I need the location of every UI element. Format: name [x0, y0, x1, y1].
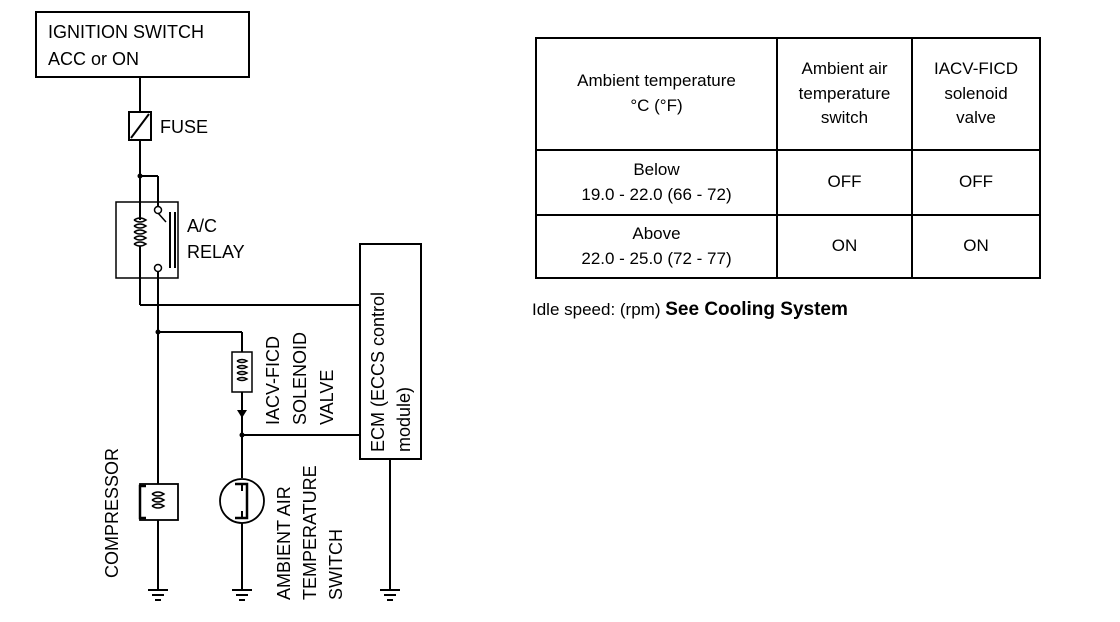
ambient-label-line1: AMBIENT AIR	[274, 486, 294, 600]
iacv-label-line3: VALVE	[317, 370, 337, 425]
idle-speed-note: Idle speed: (rpm) See Cooling System	[532, 299, 848, 321]
row-above-range: Above 22.0 - 25.0 (72 - 77)	[535, 214, 778, 279]
ambient-air-temperature-switch	[219, 478, 265, 524]
ambient-label-line2: TEMPERATURE	[300, 465, 320, 600]
header-ambient-temperature: Ambient temperature °C (°F)	[535, 37, 778, 151]
fuse-label: FUSE	[160, 117, 208, 137]
iacv-solenoid-valve	[231, 351, 253, 435]
table-row: Below 19.0 - 22.0 (66 - 72) OFF OFF	[535, 149, 1041, 216]
relay-label-line1: A/C	[187, 216, 217, 236]
iacv-label-line1: IACV-FICD	[263, 336, 283, 425]
operation-table: Ambient temperature °C (°F) Ambient air …	[535, 37, 1041, 279]
ac-relay	[115, 176, 179, 305]
ecm-box: ECM (ECCS control module)	[359, 243, 422, 460]
ambient-label-line3: SWITCH	[326, 529, 346, 600]
see-cooling-system-reference: See Cooling System	[665, 299, 848, 320]
row-above-valve: ON	[911, 214, 1041, 279]
ground-symbol	[232, 589, 252, 601]
table-row: Above 22.0 - 25.0 (72 - 77) ON ON	[535, 214, 1041, 279]
compressor-label: COMPRESSOR	[102, 448, 122, 578]
header-iacv-valve: IACV-FICD solenoid valve	[911, 37, 1041, 151]
ground-symbol	[380, 589, 400, 601]
row-below-range: Below 19.0 - 22.0 (66 - 72)	[535, 149, 778, 216]
header-ambient-switch: Ambient air temperature switch	[776, 37, 913, 151]
row-below-switch: OFF	[776, 149, 913, 216]
ignition-switch-label: IGNITION SWITCH	[48, 22, 204, 42]
table-header-row: Ambient temperature °C (°F) Ambient air …	[535, 37, 1041, 151]
relay-label-line2: RELAY	[187, 242, 245, 262]
fuse-symbol	[128, 111, 152, 141]
ground-symbol	[148, 589, 168, 601]
ecm-label-line2: module)	[394, 387, 414, 452]
ignition-switch-box: IGNITION SWITCH ACC or ON	[35, 11, 250, 78]
ignition-mode-label: ACC or ON	[48, 49, 139, 69]
ecm-label-line1: ECM (ECCS control	[368, 292, 388, 452]
iacv-label-line2: SOLENOID	[290, 332, 310, 425]
idle-speed-label: Idle speed: (rpm)	[532, 300, 661, 319]
row-above-switch: ON	[776, 214, 913, 279]
compressor-clutch	[138, 483, 179, 521]
row-below-valve: OFF	[911, 149, 1041, 216]
